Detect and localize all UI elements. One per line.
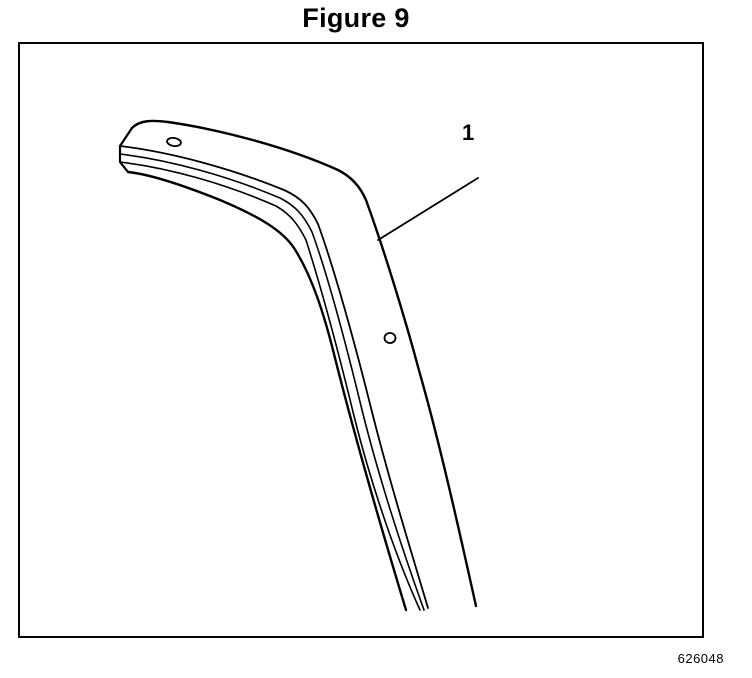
bracket-flange-line-2	[119, 153, 425, 611]
bracket-illustration	[118, 119, 479, 612]
bracket-end-cap	[118, 126, 134, 174]
figure-title: Figure 9	[302, 3, 410, 33]
callout-label-1: 1	[462, 120, 475, 145]
bracket-hole-lower	[383, 332, 397, 344]
bracket-hole-upper	[166, 137, 182, 147]
bracket-flange-line-3	[119, 161, 421, 611]
bracket-lower-edge	[126, 170, 408, 612]
callout-leader-line	[377, 177, 479, 241]
figure-frame	[18, 42, 704, 638]
bracket-outer-edge	[130, 119, 478, 608]
bracket-flange-line-1	[119, 145, 429, 609]
figure-code: 626048	[677, 651, 724, 666]
